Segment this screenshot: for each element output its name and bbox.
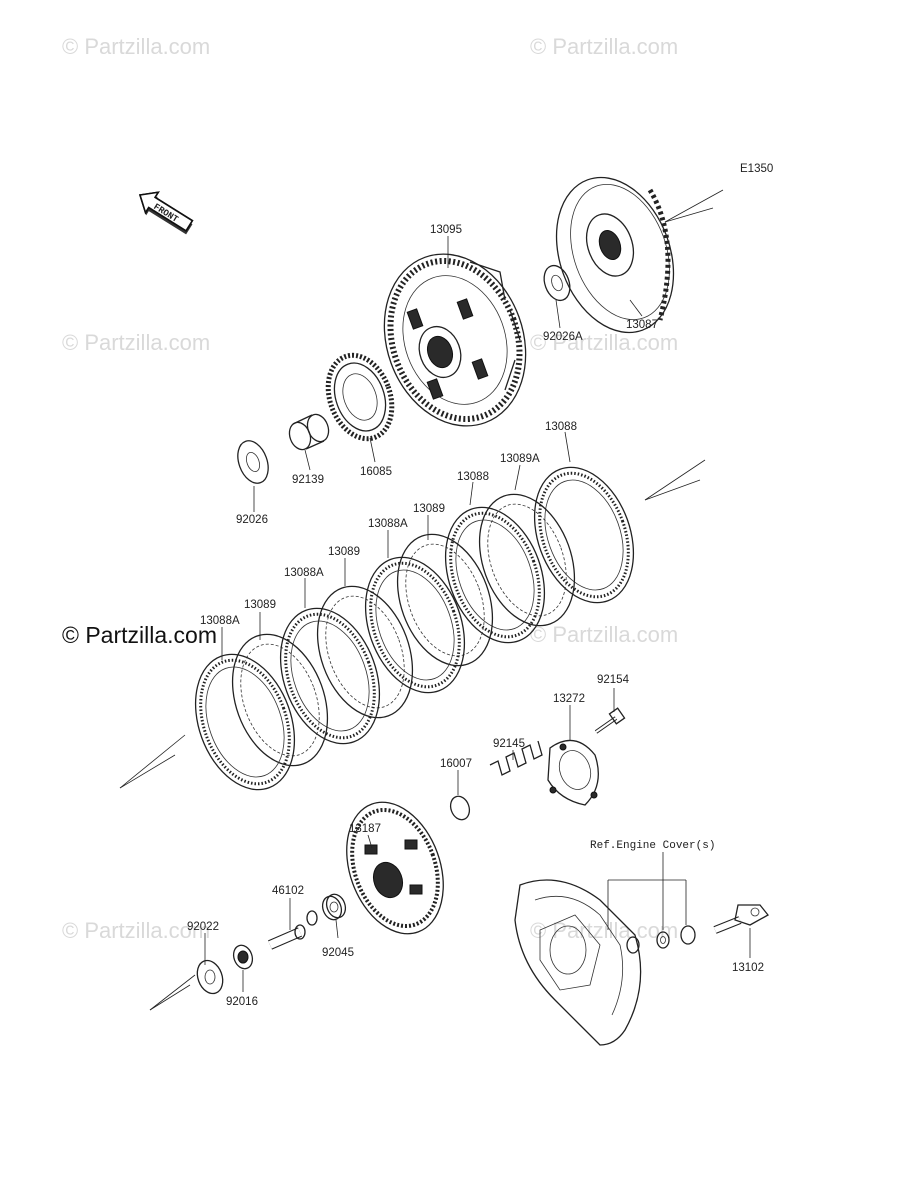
- seal: [680, 925, 696, 945]
- steel-plate: [231, 633, 329, 767]
- part-label: 13088A: [284, 567, 324, 579]
- part-label: 13272: [553, 693, 585, 705]
- part-label: 92045: [322, 947, 354, 959]
- part-label: 13089: [413, 503, 445, 515]
- steel-plate: [478, 493, 576, 627]
- bearing: [321, 893, 347, 921]
- clutch-housing-rear: [555, 176, 675, 334]
- pressure-plate: [346, 801, 444, 935]
- friction-plate: [364, 556, 466, 694]
- friction-plate: [444, 506, 546, 644]
- clutch-hub: [383, 253, 527, 427]
- friction-plate: [279, 607, 381, 745]
- watermark: © Partzilla.com: [62, 330, 211, 355]
- clutch-spring: [489, 740, 543, 776]
- watermark: © Partzilla.com: [62, 34, 211, 59]
- washer: [196, 959, 224, 995]
- part-label: 92145: [493, 738, 525, 750]
- nut: [232, 944, 254, 970]
- reference-note: Ref.Engine Cover(s): [590, 840, 715, 852]
- part-label: 13088A: [200, 615, 240, 627]
- part-label: 13088A: [368, 518, 408, 530]
- part-label: 13095: [430, 224, 462, 236]
- diagram-code: E1350: [740, 163, 773, 175]
- watermark: © Partzilla.com: [530, 918, 679, 943]
- part-label: 13089A: [500, 453, 540, 465]
- friction-plate: [533, 466, 635, 604]
- part-label: 92026A: [543, 331, 583, 343]
- steel-plate: [396, 533, 494, 667]
- part-label: 46102: [272, 885, 304, 897]
- part-label: 92026: [236, 514, 268, 526]
- part-label: 13088: [545, 421, 577, 433]
- washer: [306, 910, 318, 926]
- part-label: 13187: [349, 823, 381, 835]
- part-label: 92154: [597, 674, 630, 686]
- part-label: 13102: [732, 962, 764, 974]
- part-label: 13089: [244, 599, 276, 611]
- part-label: 16007: [440, 758, 472, 770]
- circlip: [449, 795, 471, 821]
- engine-cover: [514, 879, 642, 1046]
- friction-plate: [194, 653, 296, 791]
- spring-plate: [547, 739, 599, 806]
- bushing-sleeve: [288, 413, 330, 451]
- part-label: 16085: [360, 466, 392, 478]
- part-label: 13087: [626, 319, 658, 331]
- push-rod: [268, 924, 306, 950]
- part-label: 13089: [328, 546, 360, 558]
- part-label: 92022: [187, 921, 219, 933]
- watermark: © Partzilla.com: [530, 34, 679, 59]
- watermark: © Partzilla.com: [62, 918, 211, 943]
- watermark: © Partzilla.com: [530, 622, 679, 647]
- part-label: 92139: [292, 474, 324, 486]
- release-shaft: [713, 904, 769, 934]
- part-label: 92016: [226, 996, 258, 1008]
- front-arrow-icon: FRONT: [138, 191, 194, 235]
- thrust-washer: [237, 440, 269, 484]
- watermark-strong: © Partzilla.com: [62, 622, 217, 648]
- thrust-washer: [543, 264, 571, 302]
- watermark: © Partzilla.com: [530, 330, 679, 355]
- steel-plate: [316, 585, 414, 719]
- bolt: [594, 707, 626, 734]
- part-label: 13088: [457, 471, 489, 483]
- primary-gear: [325, 352, 395, 442]
- seal: [656, 931, 670, 949]
